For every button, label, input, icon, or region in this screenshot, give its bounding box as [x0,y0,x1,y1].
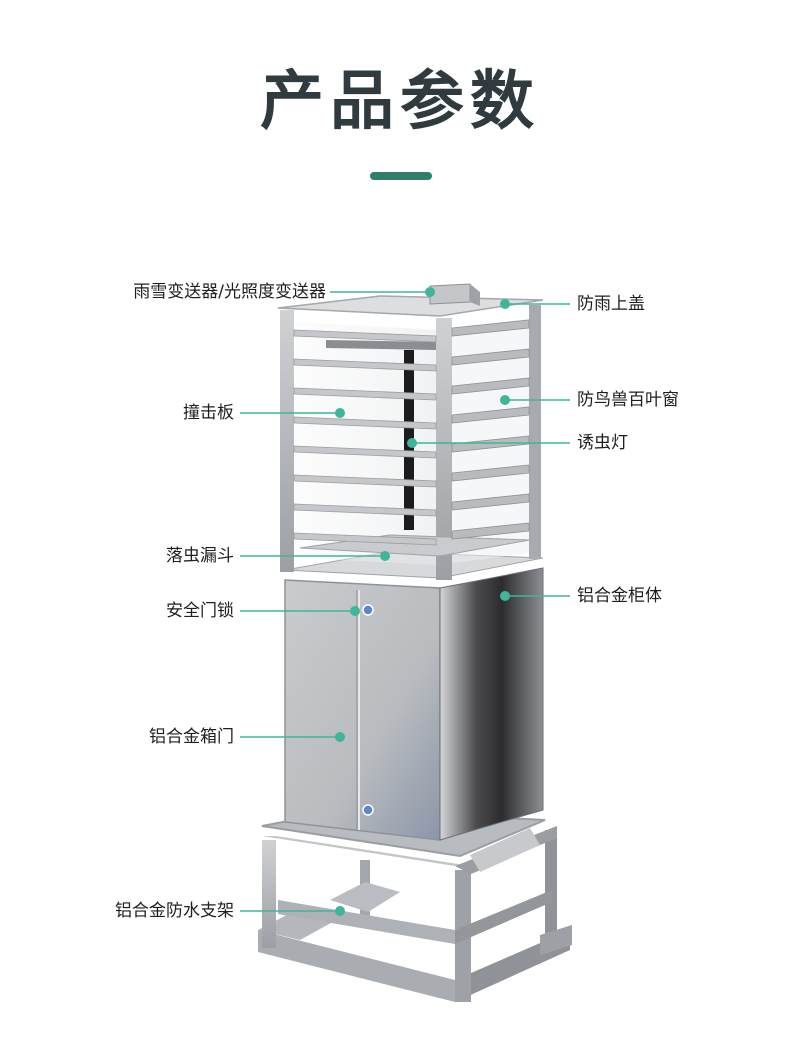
cabinet-drawing [284,551,544,841]
callout-waterproof-stand: 铝合金防水支架 [115,901,234,921]
callout-louver: 防鸟兽百叶窗 [577,390,679,410]
louver-slat [451,435,530,453]
louver-slat [451,319,530,337]
louver-slat [451,348,530,366]
callout-cabinet-door: 铝合金箱门 [149,727,234,747]
callout-impact-plate: 撞击板 [183,403,234,423]
leader-dot-safety-lock [350,606,360,616]
leader-dot-louver [500,395,510,405]
louver-slat [451,464,530,482]
leader-dot-insect-funnel [380,551,390,561]
leader-lines [240,287,570,916]
leader-dot-insect-lamp [407,438,417,448]
louver-slat [451,406,530,424]
leader-dot-cabinet-body [500,591,510,601]
callout-insect-lamp: 诱虫灯 [577,433,628,453]
callout-insect-funnel: 落虫漏斗 [166,546,234,566]
louver-slat [293,416,437,430]
right-louver-slats [451,319,530,540]
waterproof-stand-drawing [258,808,572,1002]
louver-slat [451,377,530,395]
callout-cabinet-body: 铝合金柜体 [577,586,662,606]
leader-dot-cabinet-door [335,732,345,742]
leader-dot-impact-plate [335,408,345,418]
callout-rain-snow-sensor: 雨雪变送器/光照度变送器 [133,282,326,302]
page-title: 产品参数 [260,65,540,139]
leader-dot-rain-snow-sensor [425,287,435,297]
louver-slat [451,522,530,540]
callout-safety-lock: 安全门锁 [166,601,234,621]
louver-slat [293,358,437,372]
louver-slat [293,329,437,343]
louver-slat [293,474,437,488]
louver-slat [451,493,530,511]
title-underline [370,172,432,180]
louver-slat [293,532,437,546]
leader-dot-waterproof-stand [335,906,345,916]
left-louver-slats [293,329,437,546]
louver-slat [293,445,437,459]
louver-slat [293,387,437,401]
leader-dot-rain-cover [500,299,510,309]
louver-slat [293,503,437,517]
callout-rain-cover: 防雨上盖 [577,294,645,314]
